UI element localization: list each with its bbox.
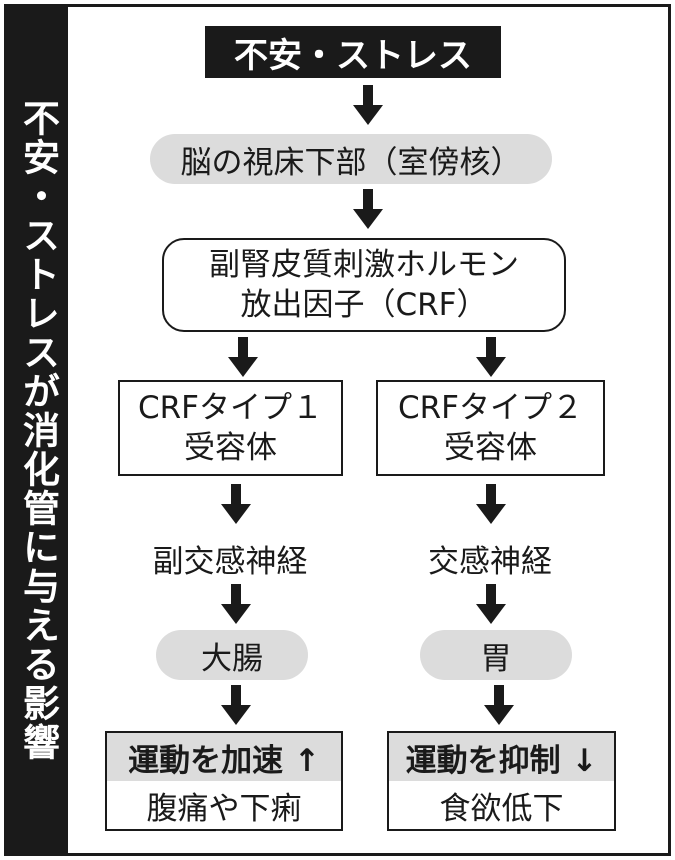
- down-arrow-icon: [476, 484, 506, 524]
- down-arrow-icon: [221, 584, 251, 624]
- diagram-frame: [4, 4, 671, 856]
- crf-line-2: 放出因子（CRF）: [240, 287, 488, 323]
- receptor-type2-box: CRFタイプ２ 受容体: [376, 380, 605, 476]
- stomach-pill: 胃: [420, 630, 572, 680]
- right-effect-header: 運動を抑制 ↓: [389, 733, 614, 781]
- down-arrow-icon: [221, 685, 251, 725]
- left-effect-header: 運動を加速 ↑: [107, 733, 341, 781]
- crf-line-1: 副腎皮質刺激ホルモン: [209, 247, 519, 283]
- receptor-type2-line-2: 受容体: [444, 430, 537, 466]
- down-arrow-icon: [221, 484, 251, 524]
- receptor-type1-line-1: CRFタイプ１: [137, 390, 324, 426]
- side-title: 不安・ストレスが消化管に与える影響: [7, 7, 68, 853]
- left-outcome-box: 運動を加速 ↑ 腹痛や下痢: [105, 731, 343, 831]
- right-outcome-box: 運動を抑制 ↓ 食欲低下: [387, 731, 616, 831]
- large-intestine-pill: 大腸: [156, 630, 308, 680]
- down-arrow-icon: [476, 584, 506, 624]
- stress-box: 不安・ストレス: [205, 26, 501, 78]
- receptor-type1-box: CRFタイプ１ 受容体: [118, 380, 343, 476]
- receptor-type2-line-1: CRFタイプ２: [397, 390, 584, 426]
- down-arrow-icon: [484, 685, 514, 725]
- parasympathetic-nerve-label: 副交感神経: [152, 543, 308, 580]
- left-result-text: 腹痛や下痢: [146, 790, 302, 827]
- down-arrow-icon: [353, 189, 383, 229]
- down-arrow-icon: [353, 85, 383, 125]
- down-arrow-icon: [228, 337, 258, 377]
- hypothalamus-pill: 脳の視床下部（室傍核）: [150, 134, 552, 184]
- receptor-type1-line-2: 受容体: [184, 430, 277, 466]
- down-arrow-icon: [476, 337, 506, 377]
- sympathetic-nerve-label: 交感神経: [428, 543, 552, 580]
- crf-box: 副腎皮質刺激ホルモン 放出因子（CRF）: [162, 238, 566, 332]
- right-result-text: 食欲低下: [439, 790, 564, 827]
